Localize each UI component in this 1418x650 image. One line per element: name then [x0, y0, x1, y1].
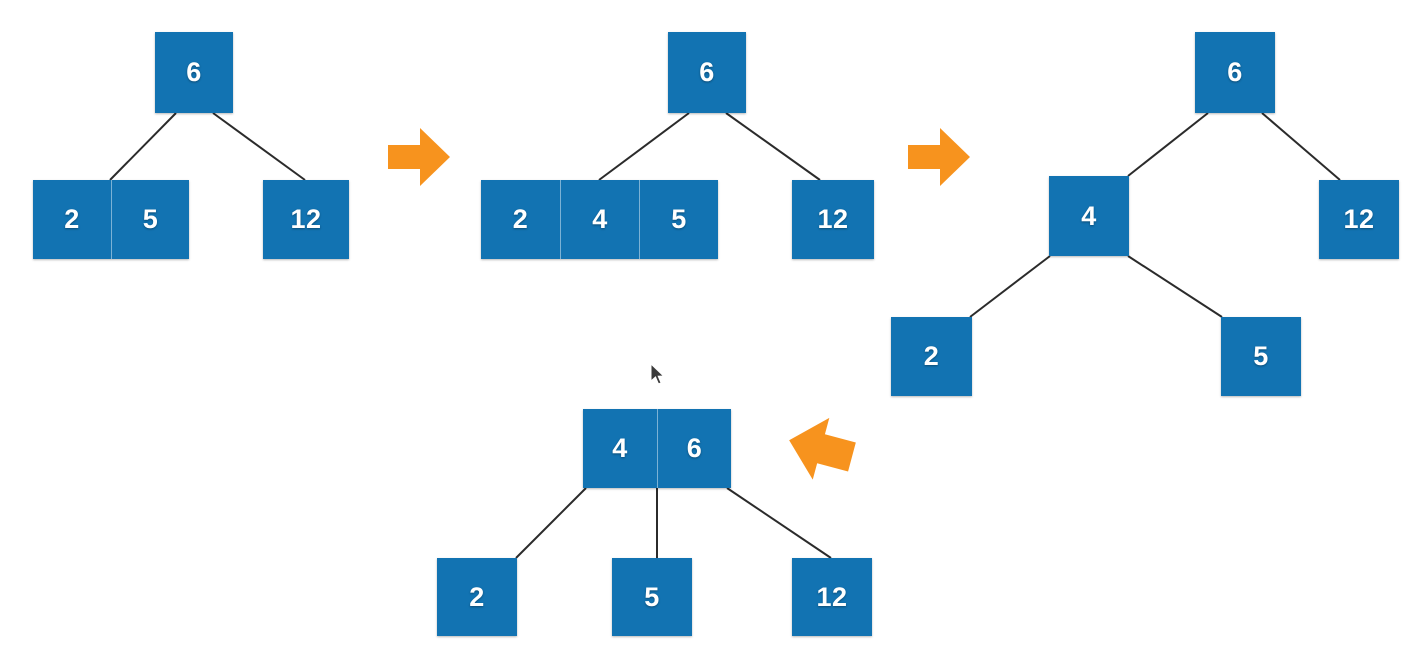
tree-node-key: 4: [560, 180, 639, 259]
tree-node-key: 12: [792, 180, 874, 259]
tree-edge: [725, 112, 821, 181]
tree-node-key: 6: [1195, 32, 1275, 113]
tree-node-key: 12: [1319, 180, 1399, 259]
tree-node-key: 2: [481, 180, 560, 259]
tree-node[interactable]: 2: [891, 317, 972, 396]
flow-arrow-left-down-icon: [789, 417, 856, 480]
tree-node[interactable]: 12: [792, 558, 872, 636]
tree-edge: [598, 112, 690, 181]
tree-edge: [109, 112, 177, 181]
tree-node-key: 12: [263, 180, 349, 259]
tree-edge: [515, 487, 587, 559]
tree-node[interactable]: 12: [1319, 180, 1399, 259]
tree-node[interactable]: 5: [1221, 317, 1301, 396]
tree-node-key: 12: [792, 558, 872, 636]
tree-node-key: 2: [891, 317, 972, 396]
tree-node[interactable]: 12: [792, 180, 874, 259]
tree-node-key: 6: [668, 32, 746, 113]
tree-edge: [212, 112, 306, 181]
mouse-cursor-icon: [650, 363, 665, 385]
tree-node-key: 4: [583, 409, 657, 488]
tree-node[interactable]: 4: [1049, 176, 1129, 256]
tree-node-key: 4: [1049, 176, 1129, 256]
tree-edge: [1127, 112, 1209, 177]
tree-node[interactable]: 6: [1195, 32, 1275, 113]
tree-node[interactable]: 6: [668, 32, 746, 113]
tree-node-key: 5: [639, 180, 718, 259]
tree-edge: [969, 255, 1051, 318]
tree-node[interactable]: 5: [612, 558, 692, 636]
tree-edge: [1127, 255, 1223, 318]
tree-node-key: 6: [657, 409, 731, 488]
tree-node-key: 5: [1221, 317, 1301, 396]
tree-node-key: 6: [155, 32, 233, 113]
tree-node[interactable]: 6: [155, 32, 233, 113]
tree-edge: [1261, 112, 1341, 181]
tree-node-key: 2: [33, 180, 111, 259]
tree-node-key: 5: [111, 180, 189, 259]
tree-node-key: 5: [612, 558, 692, 636]
tree-node[interactable]: 2: [437, 558, 517, 636]
flow-arrow-right-icon: [908, 128, 970, 186]
tree-node[interactable]: 12: [263, 180, 349, 259]
tree-edge: [726, 487, 832, 559]
flow-arrow-right-icon: [388, 128, 450, 186]
tree-node-key: 2: [437, 558, 517, 636]
